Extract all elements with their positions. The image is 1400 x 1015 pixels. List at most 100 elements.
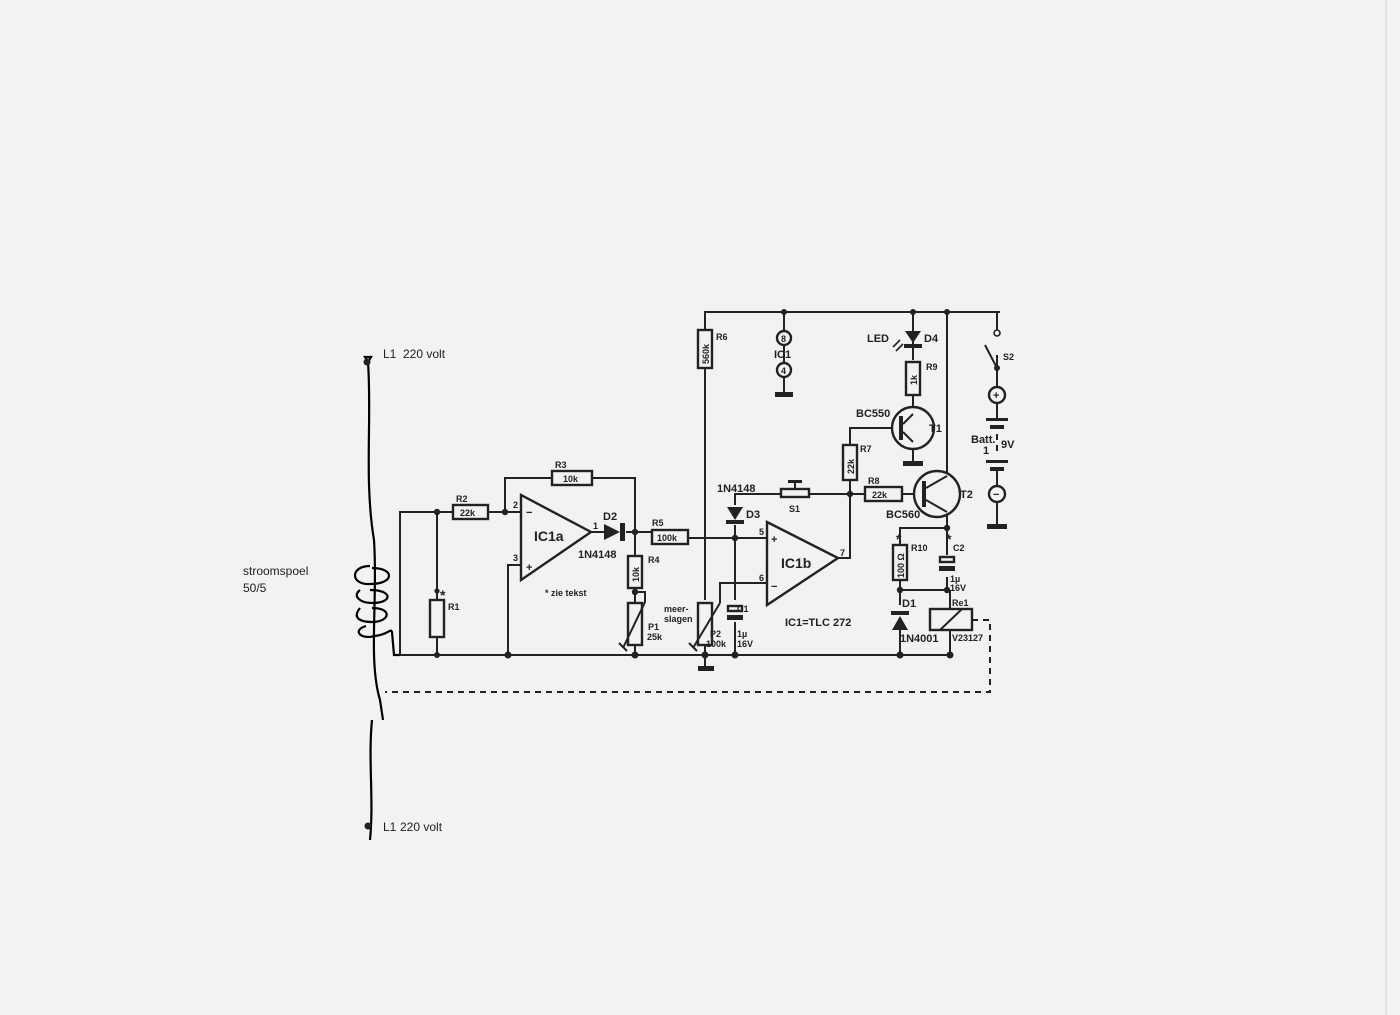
coil-name-label: stroomspoel <box>243 564 308 578</box>
resistor-r8 <box>863 485 904 503</box>
battery-label: Batt. <box>971 434 995 446</box>
r9-value: 1k <box>909 374 919 385</box>
r3-value: 10k <box>563 474 579 484</box>
resistor-r10 <box>891 543 909 582</box>
footnote-zie-tekst: * zie tekst <box>545 588 587 598</box>
potentiometer-p2 <box>688 601 721 652</box>
ic1-pin-4: 4 <box>781 366 786 376</box>
ic1a-label: IC1a <box>534 528 564 544</box>
s1-label: S1 <box>789 504 800 514</box>
relay-re1 <box>928 607 974 632</box>
d3-label: D3 <box>746 509 760 521</box>
s2-label: S2 <box>1003 352 1014 362</box>
t2-type: BC560 <box>886 509 920 521</box>
c2-value: 1µ <box>950 574 960 584</box>
mains-conductor <box>363 355 385 841</box>
t1-type: BC550 <box>856 408 890 420</box>
c1-voltage: 16V <box>737 639 753 649</box>
t1-label: T1 <box>929 423 942 435</box>
d3-type: 1N4148 <box>717 483 756 495</box>
r7-value: 22k <box>846 458 856 474</box>
d4-label: D4 <box>924 333 939 345</box>
c2-voltage: 16V <box>950 583 966 593</box>
t2-label: T2 <box>960 489 973 501</box>
r1-mark: * <box>440 587 446 603</box>
battery-number: 1 <box>983 445 989 457</box>
resistor-r7 <box>841 443 859 482</box>
re1-type: V23127 <box>952 633 983 643</box>
r2-value: 22k <box>460 508 476 518</box>
diode-d2 <box>604 523 625 541</box>
p1-value: 25k <box>647 632 663 642</box>
diode-d3 <box>726 507 744 524</box>
c2-label: C2 <box>953 543 965 553</box>
resistor-r9 <box>904 360 922 397</box>
resistor-r3 <box>550 469 594 487</box>
resistor-r1 <box>428 598 446 639</box>
battery-voltage: 9V <box>1001 439 1015 451</box>
d2-label: D2 <box>603 511 617 523</box>
ic1-pin-8-circle <box>775 329 793 347</box>
battery <box>986 385 1008 504</box>
d4-type: LED <box>867 333 889 345</box>
voltage-label-top: 220 volt <box>403 347 446 361</box>
potentiometer-p1 <box>618 591 646 652</box>
ic1a-minus: − <box>526 507 532 519</box>
ic1b-plus: + <box>771 534 777 546</box>
r2-label: R2 <box>456 494 468 504</box>
re1-label: Re1 <box>952 598 969 608</box>
resistor-r4 <box>626 554 644 590</box>
r9-label: R9 <box>926 362 938 372</box>
p2-value: 100k <box>706 639 727 649</box>
pushbutton-s1 <box>779 480 811 499</box>
ic1-pin-4-circle <box>775 361 793 379</box>
battery-minus: − <box>993 489 999 501</box>
wires <box>385 311 1000 693</box>
p2-note-2: slagen <box>664 614 693 624</box>
r8-value: 22k <box>872 490 888 500</box>
r6-label: R6 <box>716 332 728 342</box>
voltage-label-bottom: 220 volt <box>400 820 443 834</box>
capacitor-c2 <box>938 555 956 571</box>
r5-label: R5 <box>652 518 664 528</box>
junction-dots <box>433 309 954 659</box>
diode-d1 <box>891 611 909 630</box>
p1-label: P1 <box>648 622 659 632</box>
ic1b-pin-7: 7 <box>840 548 845 558</box>
l1-label-top: L1 <box>383 347 397 361</box>
r7-label: R7 <box>860 444 872 454</box>
switch-s2 <box>984 329 1001 371</box>
r10-value: 100 Ω <box>896 553 906 578</box>
r5-value: 100k <box>657 533 678 543</box>
resistor-r5 <box>650 528 690 546</box>
ic1a-plus: + <box>526 562 532 574</box>
ic1b-minus: − <box>771 581 777 593</box>
ic1b-pin-6: 6 <box>759 573 764 583</box>
led-d4 <box>892 331 922 352</box>
opamp-ic1b <box>765 520 841 608</box>
coil-ratio-label: 50/5 <box>243 581 267 595</box>
r8-label: R8 <box>868 476 880 486</box>
opamp-ic1a <box>519 493 594 583</box>
d2-type: 1N4148 <box>578 549 617 561</box>
p2-label: P2 <box>710 629 721 639</box>
c1-value: 1µ <box>737 629 747 639</box>
l1-label-bottom: L1 <box>383 820 397 834</box>
ic1-pin-8: 8 <box>781 334 786 344</box>
ic1a-pin-3: 3 <box>513 553 518 563</box>
ground-symbols <box>698 392 1007 671</box>
r4-value: 10k <box>631 566 641 582</box>
current-coil <box>353 564 400 657</box>
transistor-t2 <box>912 469 962 519</box>
resistor-r6 <box>696 328 714 370</box>
r6-value: 560k <box>701 343 711 364</box>
r3-label: R3 <box>555 460 567 470</box>
ic1a-pin-2: 2 <box>513 500 518 510</box>
d1-type: 1N4001 <box>900 633 939 645</box>
r4-label: R4 <box>648 555 660 565</box>
c2-mark: * <box>946 531 952 547</box>
ic1-type-label: IC1=TLC 272 <box>785 617 851 629</box>
r10-mark: * <box>896 531 902 547</box>
c1-label: C1 <box>737 604 749 614</box>
